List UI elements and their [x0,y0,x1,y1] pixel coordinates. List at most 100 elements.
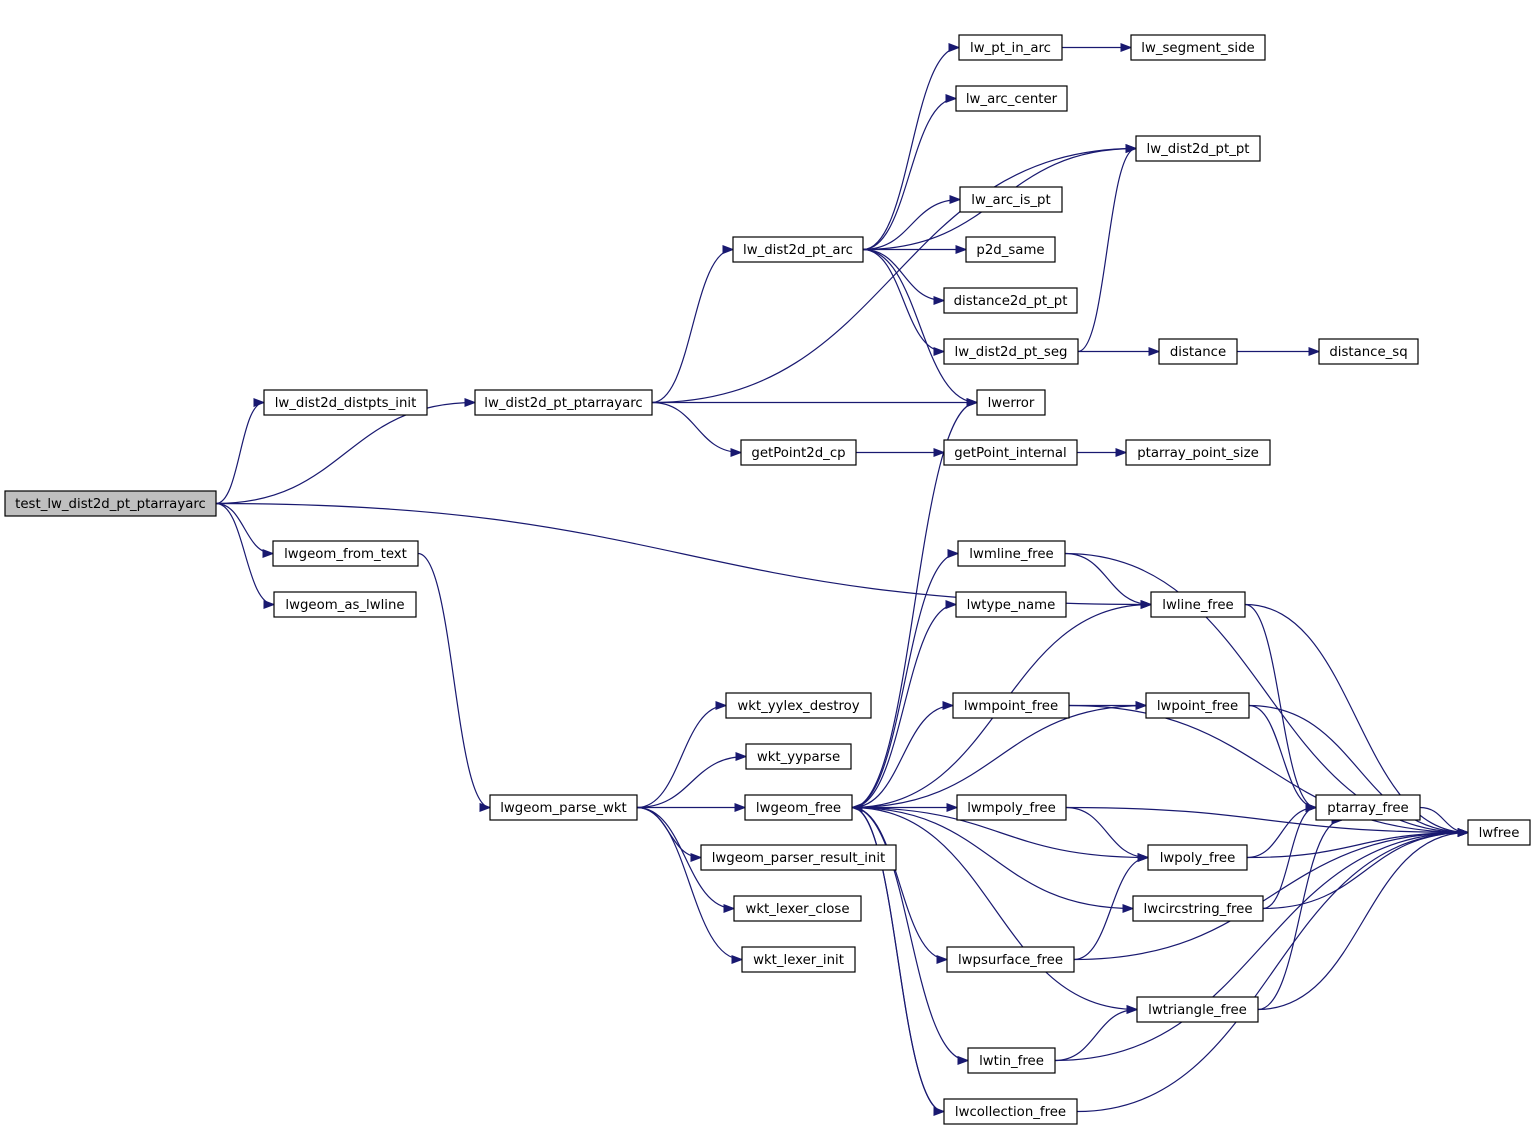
node-distance2d-pt-pt[interactable]: distance2d_pt_pt [943,287,1078,314]
edge-arrowhead [731,954,744,964]
node-parse-wkt-label: lwgeom_parse_wkt [500,801,627,816]
node-segment-side-label: lw_segment_side [1141,41,1254,56]
node-ptarray-free-label: ptarray_free [1327,801,1408,816]
node-distance[interactable]: distance [1158,338,1238,365]
edge-getPoint_internal-to-ptarray_point_size [1077,447,1128,458]
edge-lwgeom_free-to-lwtype_name [851,600,958,809]
edge-arrowhead [933,295,946,306]
edge-distance-to-distance_sq [1237,346,1321,357]
node-lwmpoint-free-label: lwmpoint_free [964,699,1058,714]
node-ptarray-free[interactable]: ptarray_free [1315,794,1421,821]
node-pt-in-arc-label: lw_pt_in_arc [970,41,1051,56]
node-lwcircstring-free[interactable]: lwcircstring_free [1132,895,1264,922]
edge-arrowhead [715,700,728,711]
edge-arrowhead [735,751,748,762]
node-lexer-close-label: wkt_lexer_close [745,902,849,917]
edge-pt_arc-to-pt_seg [862,248,946,356]
node-ptarray-point-size-label: ptarray_point_size [1137,446,1259,461]
edge-arrowhead [966,398,979,408]
node-p2d-same-label: p2d_same [976,243,1044,258]
node-ptarray-point-size[interactable]: ptarray_point_size [1125,439,1271,466]
edge-arrowhead [690,852,703,863]
node-lwmline-free[interactable]: lwmline_free [957,540,1066,567]
edge-pt_arc-to-pt_in_arc [862,43,961,251]
node-lwpsurface-free-label: lwpsurface_free [958,953,1063,968]
node-lwmline-free-label: lwmline_free [969,547,1053,562]
edge-parse_wkt-to-lexer_close [636,806,736,914]
node-lwtype-name-label: lwtype_name [967,598,1056,613]
edge-lwcircstring_free-to-ptarray_free [1262,803,1318,910]
edge-arrowhead [1115,447,1128,458]
node-lwgeom-free[interactable]: lwgeom_free [744,794,853,821]
node-distpts-init-label: lw_dist2d_distpts_init [275,396,417,411]
node-lwmpoly-free[interactable]: lwmpoly_free [956,794,1067,821]
node-yylex-destroy[interactable]: wkt_yylex_destroy [725,692,872,719]
node-lwtin-free[interactable]: lwtin_free [967,1047,1056,1074]
node-lexer-init-label: wkt_lexer_init [753,953,844,968]
node-lwpsurface-free[interactable]: lwpsurface_free [946,946,1075,973]
node-pt-pt[interactable]: lw_dist2d_pt_pt [1135,135,1261,162]
node-p2d-same[interactable]: p2d_same [965,236,1056,263]
node-pt-ptarrayarc[interactable]: lw_dist2d_pt_ptarrayarc [474,389,653,416]
node-arc-is-pt[interactable]: lw_arc_is_pt [959,186,1063,213]
node-lexer-close[interactable]: wkt_lexer_close [733,895,862,922]
node-lwmpoint-free[interactable]: lwmpoint_free [952,692,1070,719]
edge-arrowhead [1125,144,1138,154]
node-pt-seg[interactable]: lw_dist2d_pt_seg [943,338,1079,365]
edge-arrowhead [942,700,955,711]
edge-arrowhead [933,346,946,356]
node-distpts-init[interactable]: lw_dist2d_distpts_init [263,389,428,416]
nodes-layer: test_lw_dist2d_pt_ptarrayarc lw_dist2d_d… [4,34,1531,1125]
node-getpoint-internal[interactable]: getPoint_internal [943,439,1078,466]
edge-lwgeom_free-to-lwmpoint_free [851,700,955,809]
edge-lwpoly_free-to-lwfree [1246,827,1470,859]
edge-arrowhead [850,803,863,813]
node-lwtin-free-label: lwtin_free [979,1054,1044,1069]
node-lexer-init[interactable]: wkt_lexer_init [741,946,856,973]
node-getpoint2d-cp[interactable]: getPoint2d_cp [740,439,857,466]
node-lwtype-name[interactable]: lwtype_name [955,591,1067,618]
edge-test-to-as_lwline [215,502,276,609]
edge-test-to-from_text [215,502,275,559]
edge-arrowhead [253,398,266,408]
edge-pt_seg-to-pt_pt [1077,144,1138,353]
node-lwcircstring-free-label: lwcircstring_free [1143,902,1252,917]
node-pt-arc-label: lw_dist2d_pt_arc [743,243,853,258]
node-lwpoly-free[interactable]: lwpoly_free [1147,844,1248,871]
edge-arrowhead [730,447,743,458]
node-distance-label: distance [1170,345,1226,360]
node-yyparse[interactable]: wkt_yyparse [745,743,852,770]
node-lwline-free[interactable]: lwline_free [1150,591,1246,618]
node-pt-ptarrayarc-label: lw_dist2d_pt_ptarrayarc [484,396,643,411]
node-lwerror[interactable]: lwerror [976,389,1046,416]
edge-lwcollection_free-to-lwgeom_free [850,803,945,1113]
edge-pt_ptarrayarc-to-pt_arc [651,245,735,404]
node-pt-arc[interactable]: lw_dist2d_pt_arc [732,236,864,263]
node-arc-center[interactable]: lw_arc_center [955,85,1068,112]
edge-pt_arc-to-arc_center [862,94,958,251]
node-lwline-free-label: lwline_free [1162,598,1233,613]
node-pt-in-arc[interactable]: lw_pt_in_arc [958,34,1063,61]
edge-lwline_free-to-ptarray_free [1244,603,1318,812]
edge-arrowhead [1120,42,1133,53]
node-distance-sq[interactable]: distance_sq [1318,338,1419,365]
edge-arrowhead [936,954,949,964]
edge-lwmline_free-to-lwline_free [1064,552,1153,610]
node-test[interactable]: test_lw_dist2d_pt_ptarrayarc [4,490,217,517]
edges-layer [215,42,1470,1116]
node-from-text[interactable]: lwgeom_from_text [272,540,419,567]
edge-pt_arc-to-arc_is_pt [862,194,962,251]
edge-parse_wkt-to-yylex_destroy [636,700,728,809]
node-lwfree[interactable]: lwfree [1467,819,1531,846]
node-lwtriangle-free[interactable]: lwtriangle_free [1136,996,1259,1023]
node-lwmpoly-free-label: lwmpoly_free [967,801,1056,816]
node-lwpoly-free-label: lwpoly_free [1160,851,1236,866]
node-lwcollection-free[interactable]: lwcollection_free [943,1098,1078,1125]
edge-arrowhead [1137,853,1150,863]
node-lwpoint-free[interactable]: lwpoint_free [1145,692,1250,719]
node-segment-side[interactable]: lw_segment_side [1130,34,1266,61]
node-parse-wkt[interactable]: lwgeom_parse_wkt [489,794,638,821]
edge-arrowhead [262,548,275,559]
node-as-lwline[interactable]: lwgeom_as_lwline [273,591,417,618]
node-parser-result-init[interactable]: lwgeom_parser_result_init [700,844,897,871]
